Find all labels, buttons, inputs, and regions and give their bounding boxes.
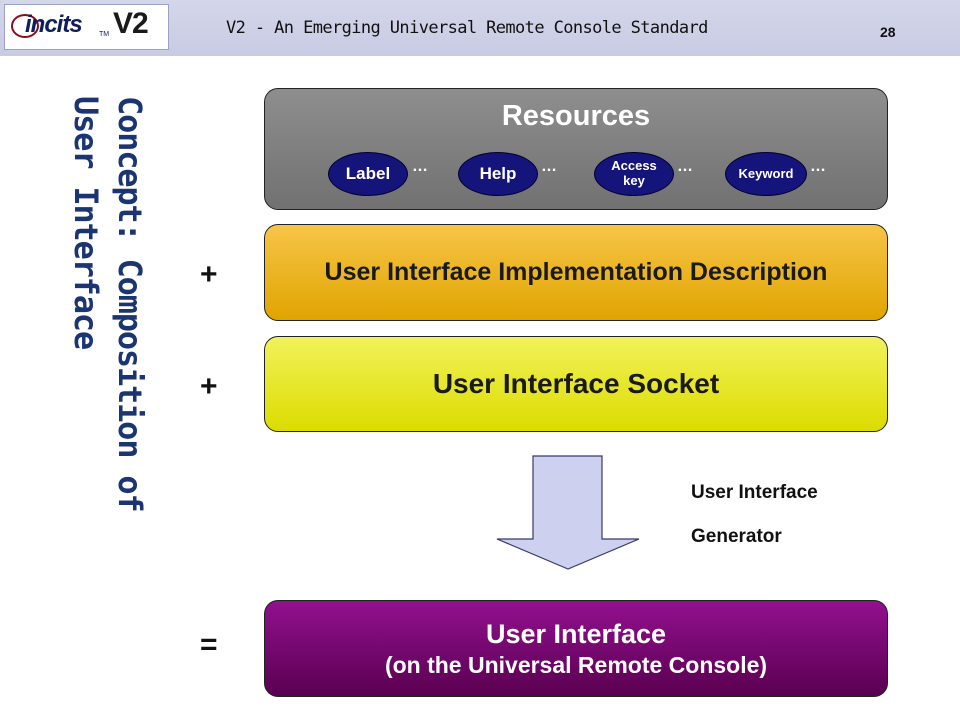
slide-title-line2: User Interface: [67, 96, 105, 349]
logo-incits-text: incits: [25, 11, 83, 38]
generator-label-line2: Generator: [691, 526, 782, 547]
resource-pill-label: Label: [328, 152, 408, 196]
user-interface-box: User Interface (on the Universal Remote …: [264, 600, 888, 697]
resources-title: Resources: [501, 100, 651, 132]
ellipsis-1: …: [412, 158, 428, 175]
logo-version: V2: [113, 7, 149, 40]
page-number: 28: [880, 24, 896, 40]
user-interface-subtitle: (on the Universal Remote Console): [384, 651, 768, 678]
resource-pill-access-key: Access key: [594, 152, 674, 196]
slide-header-title: V2 - An Emerging Universal Remote Consol…: [226, 18, 708, 38]
ellipsis-4: …: [810, 158, 826, 175]
ellipsis-3: …: [677, 158, 693, 175]
socket-box: User Interface Socket: [264, 336, 888, 432]
resource-pill-keyword: Keyword: [725, 152, 807, 196]
incits-v2-logo: incits TM V2: [4, 4, 169, 50]
slide-title: Concept: Composition of User Interface: [64, 96, 152, 616]
slide-title-line1: Concept: Composition of: [111, 96, 149, 512]
logo-swoosh-icon: [11, 14, 39, 38]
generator-label-line1: User Interface: [691, 482, 818, 503]
resource-pill-help: Help: [458, 152, 538, 196]
down-arrow-icon: [496, 455, 640, 570]
implementation-description-box: User Interface Implementation Descriptio…: [264, 224, 888, 321]
header-bar: incits TM V2 V2 - An Emerging Universal …: [0, 0, 960, 56]
user-interface-title: User Interface: [485, 618, 667, 649]
equals-operator: =: [200, 628, 218, 661]
ellipsis-2: …: [541, 158, 557, 175]
logo-trademark: TM: [99, 31, 110, 38]
plus-operator-1: +: [200, 258, 218, 291]
plus-operator-2: +: [200, 370, 218, 403]
